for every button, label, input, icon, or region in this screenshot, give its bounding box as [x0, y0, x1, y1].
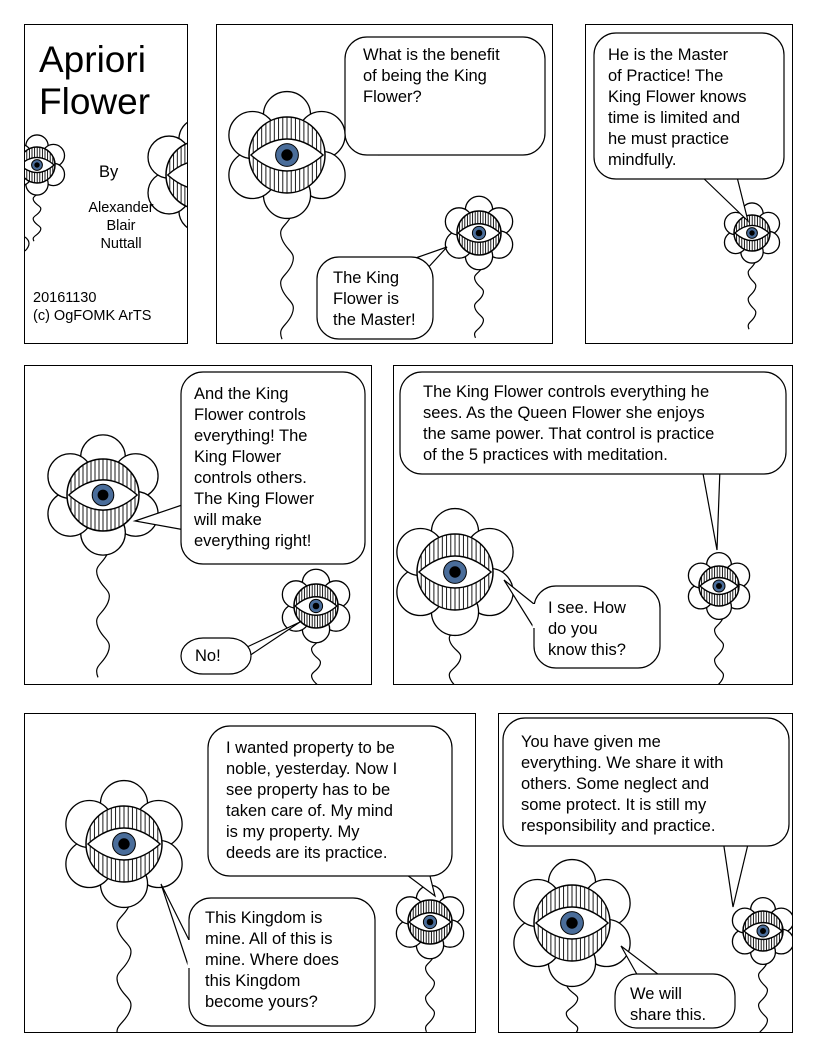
speech-bubble — [344, 36, 546, 156]
flower — [723, 202, 781, 330]
flower — [687, 551, 751, 684]
panel-3-art — [593, 32, 785, 330]
eye-pupil — [566, 917, 578, 929]
flower — [47, 434, 159, 678]
speech-bubble — [593, 32, 785, 223]
panel-6-art — [65, 725, 465, 1032]
panel-5-art — [396, 371, 787, 684]
panel-7-art — [502, 717, 792, 1032]
bubble-body — [614, 973, 736, 1029]
bubble-body — [316, 256, 434, 340]
speech-bubble — [503, 579, 661, 669]
flower — [228, 90, 346, 340]
flower — [25, 134, 66, 242]
bubble-body — [593, 32, 785, 180]
panel-3: He is the Master of Practice! The King F… — [585, 24, 793, 344]
flower — [444, 195, 514, 339]
panel-2: What is the benefit of being the King Fl… — [216, 24, 553, 344]
flower — [281, 568, 351, 684]
panel-4-art — [47, 371, 366, 684]
eye-pupil — [760, 928, 766, 934]
bubble-tail — [701, 467, 721, 551]
bubble-tail — [503, 579, 535, 629]
bubble-body — [399, 371, 787, 475]
bubble-tail — [697, 172, 750, 223]
cover-flower-art — [25, 121, 187, 252]
speech-bubble — [207, 725, 453, 898]
flower-stem — [25, 236, 30, 252]
eye-pupil — [716, 583, 722, 589]
speech-bubble — [614, 945, 736, 1029]
copyright-notice: (c) OgFOMK ArTS — [33, 308, 152, 324]
speech-bubble-text: What is the benefit of being the King Fl… — [363, 46, 500, 106]
eye-pupil — [449, 566, 461, 578]
eye-pupil — [312, 602, 320, 610]
panel-2-art — [228, 36, 546, 340]
flower — [513, 858, 631, 1032]
speech-bubble-text: I see. How do you know this? — [548, 599, 626, 659]
eye-pupil — [749, 230, 755, 236]
bubble-tail — [722, 839, 750, 908]
speech-bubble-text: The King Flower is the Master! — [333, 269, 416, 329]
speech-bubble — [160, 883, 376, 1027]
eye-pupil — [475, 229, 483, 237]
bubble-tail — [620, 945, 664, 979]
bubble-body — [207, 725, 453, 877]
speech-bubble-text: No! — [195, 647, 221, 665]
bubble-body — [502, 717, 790, 847]
panel-7: You have given me everything. We share i… — [498, 713, 793, 1033]
author-name: Alexander Blair Nuttall — [88, 200, 154, 252]
bubble-tail — [244, 621, 301, 657]
speech-bubble-text: The King Flower controls everything he s… — [423, 383, 715, 464]
speech-bubble — [180, 621, 301, 675]
speech-bubble — [132, 371, 366, 565]
bubble-tail — [132, 503, 186, 531]
speech-bubble-text: He is the Master of Practice! The King F… — [608, 46, 747, 169]
bubble-body — [180, 371, 366, 565]
bubble-tail — [402, 871, 436, 898]
eye-pupil — [281, 149, 293, 161]
cover-panel: Apriori Flower By Alexander Blair Nuttal… — [24, 24, 188, 344]
panel-4: And the King Flower controls everything!… — [24, 365, 372, 685]
speech-bubble-text: I wanted property to be noble, yesterday… — [226, 739, 398, 862]
speech-bubble-text: We will share this. — [630, 985, 707, 1024]
comic-title: Apriori Flower — [39, 39, 151, 122]
flower — [65, 779, 183, 1032]
eye-pupil — [426, 918, 434, 926]
speech-bubble — [316, 246, 448, 340]
bubble-body — [344, 36, 546, 156]
flower — [395, 884, 465, 1032]
panel-5: The King Flower controls everything he s… — [393, 365, 793, 685]
eye-pupil — [118, 838, 130, 850]
flower — [731, 896, 792, 1032]
flower-eye — [166, 162, 187, 188]
by-label: By — [99, 163, 119, 181]
speech-bubble-text: And the King Flower controls everything!… — [194, 385, 315, 550]
speech-bubble — [399, 371, 787, 551]
speech-bubble — [502, 717, 790, 908]
panel-6: I wanted property to be noble, yesterday… — [24, 713, 476, 1033]
speech-bubble-text: You have given me everything. We share i… — [521, 733, 724, 835]
bubble-tail — [160, 883, 190, 969]
eye-pupil — [97, 489, 109, 501]
date-stamp: 20161130 — [33, 290, 97, 306]
eye-pupil — [34, 162, 40, 168]
flower — [396, 507, 514, 684]
speech-bubble-text: This Kingdom is mine. All of this is min… — [205, 909, 339, 1011]
flower — [147, 121, 187, 229]
bubble-body — [180, 637, 252, 675]
